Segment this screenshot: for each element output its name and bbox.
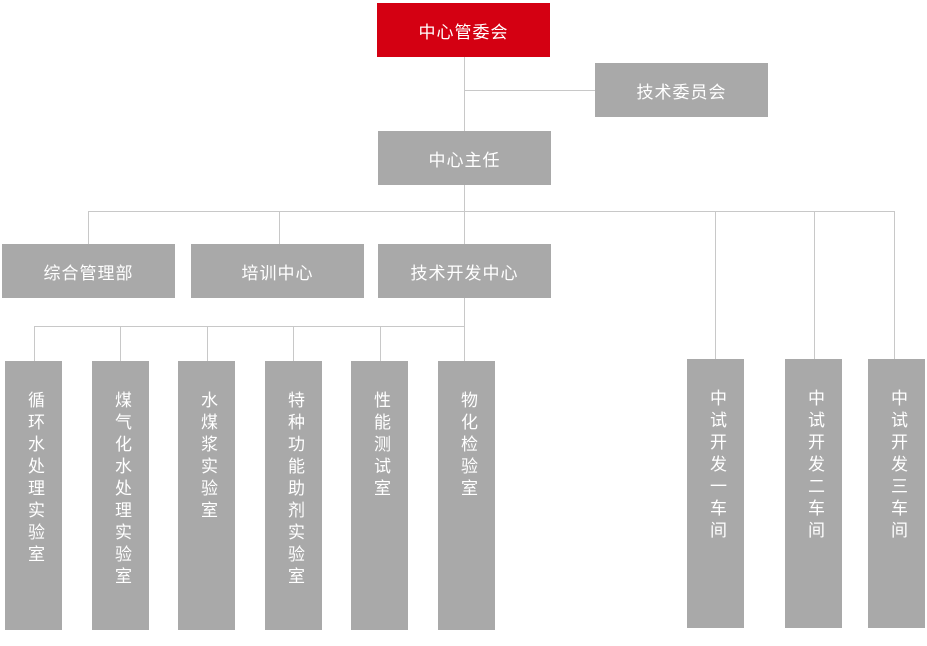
connector-workshop-2 <box>814 211 815 359</box>
connector-dept-1 <box>88 211 89 244</box>
node-pilot-workshop-1: 中试开发一车间 <box>687 359 744 628</box>
node-lab-gasification-water: 煤气化水处理实验室 <box>92 361 149 630</box>
connector-lab-4 <box>293 326 294 361</box>
node-technical-committee: 技术委员会 <box>595 63 768 117</box>
node-label: 综合管理部 <box>43 263 134 284</box>
connector-workshop-1 <box>715 211 716 359</box>
connector-lab-1 <box>34 326 35 361</box>
node-label: 中试开发一车间 <box>706 389 726 543</box>
connector-lab-bus <box>34 326 465 327</box>
node-management-committee: 中心管委会 <box>377 3 550 57</box>
node-tech-development-center: 技术开发中心 <box>378 244 551 298</box>
node-label: 培训中心 <box>241 263 314 284</box>
connector-top-to-director <box>464 57 465 131</box>
node-label: 煤气化水处理实验室 <box>111 391 131 589</box>
node-label: 特种功能助剂实验室 <box>284 391 304 589</box>
connector-level2-bus <box>88 211 895 212</box>
node-label: 技术开发中心 <box>410 263 519 284</box>
node-label: 水煤浆实验室 <box>197 391 217 523</box>
node-label: 中心管委会 <box>418 22 509 43</box>
node-label: 技术委员会 <box>636 82 727 103</box>
node-center-director: 中心主任 <box>378 131 551 185</box>
connector-lab-5 <box>380 326 381 361</box>
connector-lab-3 <box>207 326 208 361</box>
node-label: 中试开发三车间 <box>887 389 907 543</box>
connector-to-advisory <box>464 90 595 91</box>
node-pilot-workshop-3: 中试开发三车间 <box>868 359 925 628</box>
node-lab-circulating-water: 循环水处理实验室 <box>5 361 62 630</box>
connector-director-down <box>464 185 465 244</box>
node-lab-physicochemical: 物化检验室 <box>438 361 495 630</box>
node-label: 中心主任 <box>428 150 501 171</box>
connector-dept-2 <box>279 211 280 244</box>
node-lab-performance-testing: 性能测试室 <box>351 361 408 630</box>
node-pilot-workshop-2: 中试开发二车间 <box>785 359 842 628</box>
node-training-center: 培训中心 <box>191 244 364 298</box>
node-general-management-dept: 综合管理部 <box>2 244 175 298</box>
connector-workshop-3 <box>894 211 895 359</box>
node-label: 中试开发二车间 <box>804 389 824 543</box>
node-lab-special-additives: 特种功能助剂实验室 <box>265 361 322 630</box>
connector-lab-2 <box>120 326 121 361</box>
node-label: 循环水处理实验室 <box>24 391 44 567</box>
node-lab-coal-water-slurry: 水煤浆实验室 <box>178 361 235 630</box>
node-label: 物化检验室 <box>457 391 477 501</box>
connector-techdev-down <box>464 298 465 361</box>
node-label: 性能测试室 <box>370 391 390 501</box>
